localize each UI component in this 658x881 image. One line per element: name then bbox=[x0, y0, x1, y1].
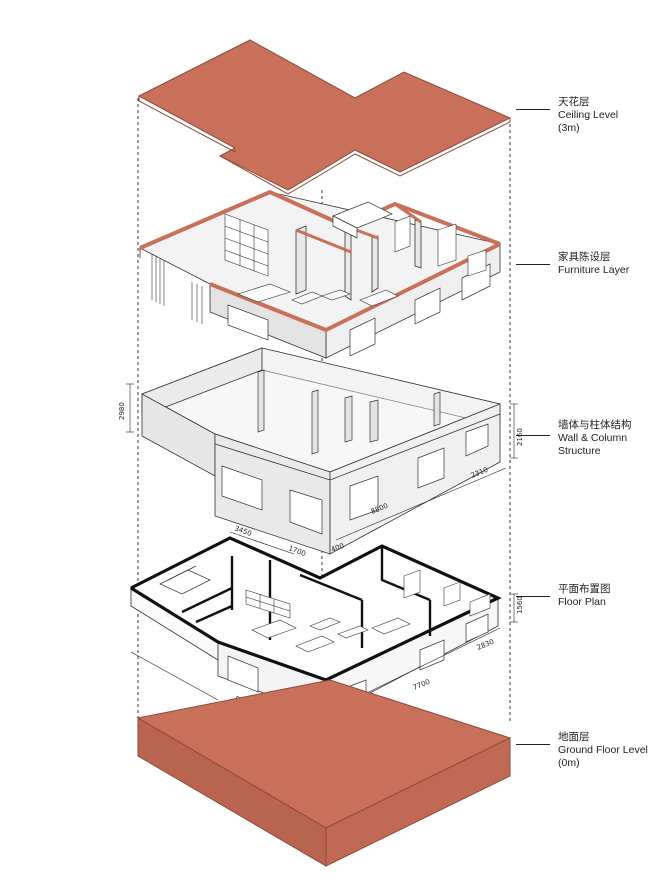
label-ceiling-en: Ceiling Level bbox=[558, 109, 619, 121]
dim-plan-front-len: 7700 bbox=[412, 678, 432, 692]
label-ceiling-level: (3m) bbox=[558, 122, 580, 134]
plan-leader bbox=[516, 596, 550, 597]
label-furniture-en: Furniture Layer bbox=[558, 264, 630, 276]
label-ceiling-zh: 天花层 bbox=[558, 96, 590, 108]
label-wall-en: Wall & Column bbox=[558, 432, 628, 444]
label-ground-level: (0m) bbox=[558, 757, 580, 769]
wall-leader bbox=[516, 435, 550, 436]
dim-plan-top-b: 1700 bbox=[287, 544, 306, 558]
label-ceiling: 天花层 Ceiling Level (3m) bbox=[558, 96, 618, 135]
dim-wall-height-right: 2160 bbox=[516, 428, 524, 446]
label-ground-zh: 地面层 bbox=[558, 731, 590, 743]
label-ground: 地面层 Ground Floor Level (0m) bbox=[558, 731, 648, 770]
dim-plan-right-h: 1560 bbox=[516, 596, 524, 614]
ceiling-leader bbox=[516, 109, 550, 110]
ceiling-slab bbox=[137, 39, 512, 195]
label-plan-zh: 平面布置图 bbox=[558, 583, 611, 595]
label-ground-en: Ground Floor Level bbox=[558, 744, 648, 756]
label-wall: 墙体与柱体结构 Wall & Column Structure bbox=[558, 419, 632, 458]
ground-slab bbox=[136, 679, 512, 867]
furniture-layer bbox=[139, 189, 502, 359]
dim-wall-height-left: 2980 bbox=[118, 402, 126, 420]
label-wall-en2: Structure bbox=[558, 445, 601, 457]
label-plan: 平面布置图 Floor Plan bbox=[558, 583, 611, 609]
label-plan-en: Floor Plan bbox=[558, 596, 606, 608]
label-furniture: 家具陈设层 Furniture Layer bbox=[558, 251, 629, 277]
wall-structure-layer: 2980 2160 8800 2310 bbox=[118, 347, 524, 555]
ground-leader bbox=[516, 744, 550, 745]
label-wall-zh: 墙体与柱体结构 bbox=[558, 419, 632, 431]
label-furniture-zh: 家具陈设层 bbox=[558, 251, 611, 263]
dim-plan-right-len: 2830 bbox=[476, 638, 496, 652]
furniture-leader bbox=[516, 264, 550, 265]
